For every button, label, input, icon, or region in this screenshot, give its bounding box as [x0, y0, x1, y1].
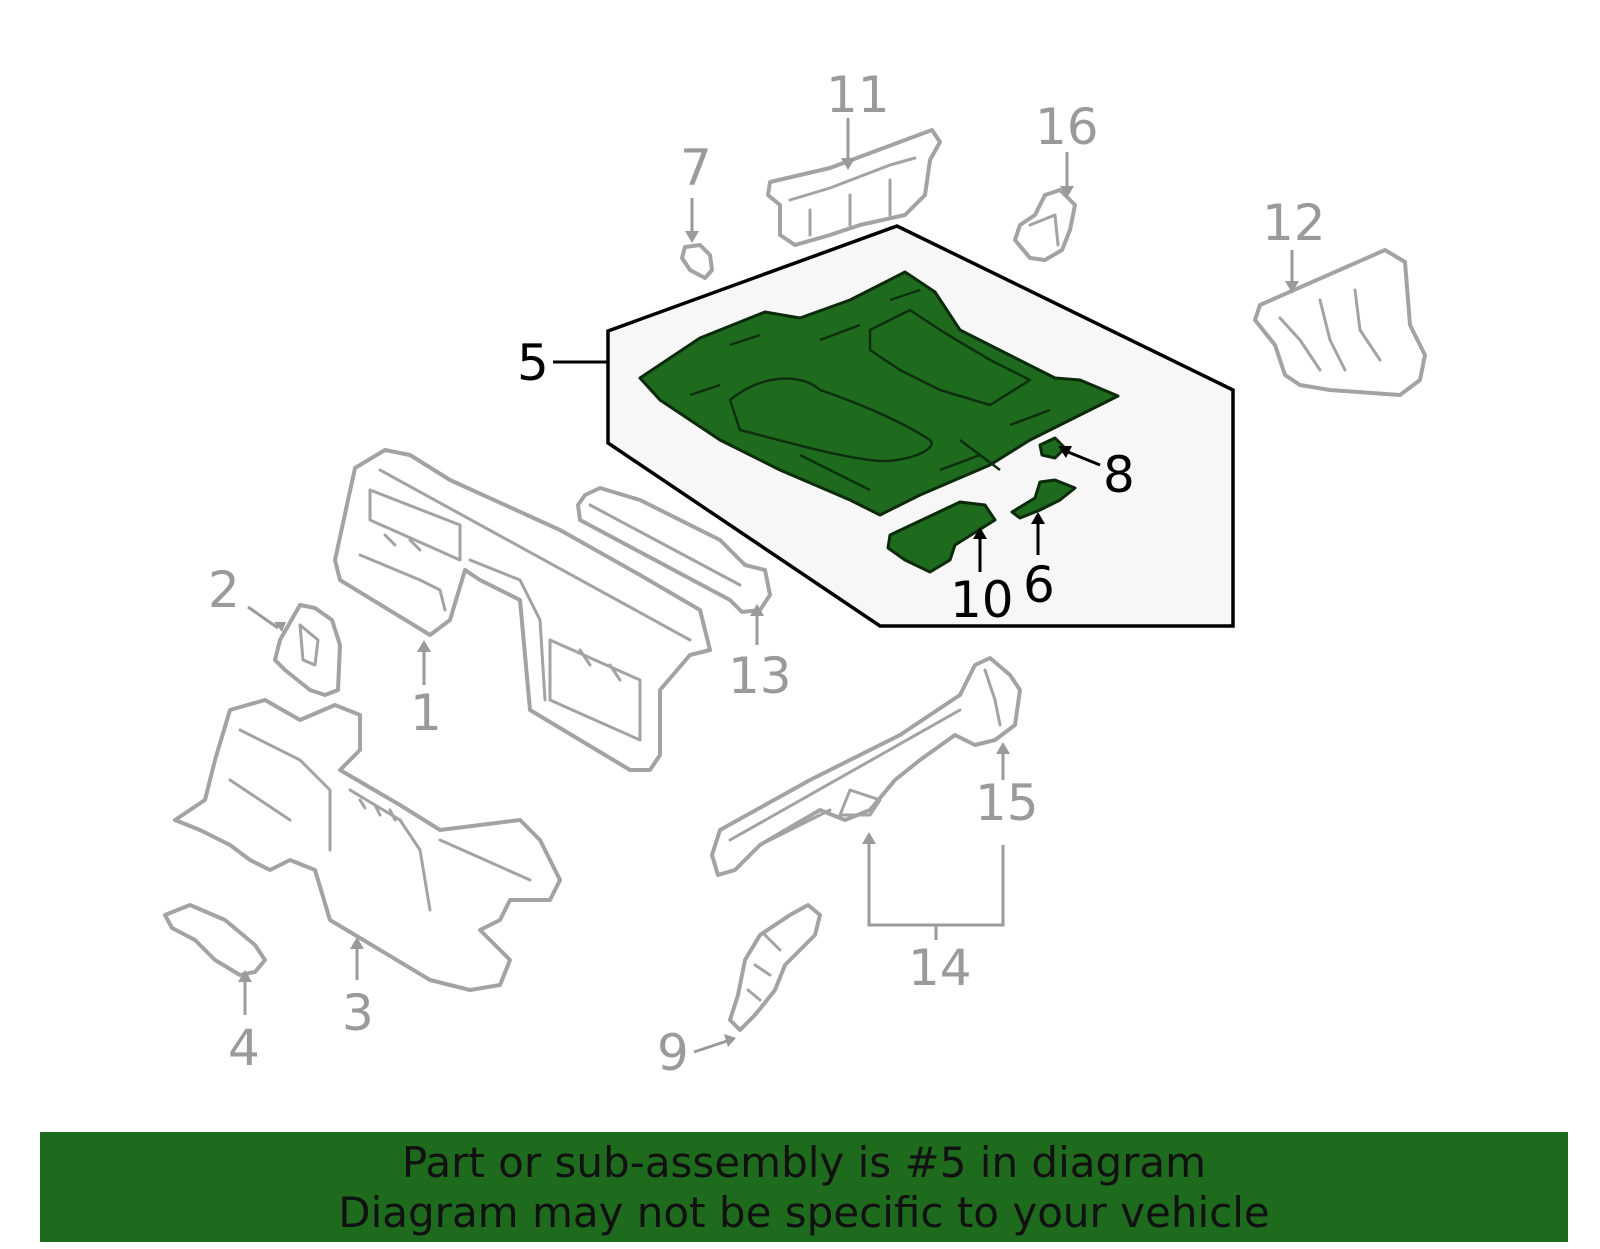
callout-12: 12	[1262, 194, 1326, 252]
part-3-floor-side[interactable]	[173, 698, 562, 992]
callout-1: 1	[410, 684, 442, 742]
part-15-side-rail[interactable]	[710, 656, 1022, 877]
callout-5[interactable]: 5	[517, 334, 549, 392]
part-12-wheelhouse[interactable]	[1253, 248, 1427, 397]
part-1-rear-panel[interactable]	[333, 448, 712, 772]
callout-2: 2	[208, 561, 240, 619]
part-11-tray[interactable]	[766, 128, 942, 247]
part-7-clip[interactable]	[680, 243, 714, 280]
callout-13: 13	[728, 647, 792, 705]
callout-16: 16	[1035, 98, 1099, 156]
part-9-bracket[interactable]	[728, 903, 822, 1032]
callout-15: 15	[975, 774, 1039, 832]
banner-line-1: Part or sub-assembly is #5 in diagram	[401, 1138, 1207, 1187]
leader-lines	[238, 118, 1299, 1054]
callout-4: 4	[228, 1019, 260, 1077]
callout-9: 9	[657, 1024, 689, 1082]
callout-14: 14	[908, 939, 972, 997]
callout-7: 7	[680, 139, 712, 197]
callout-6: 6	[1023, 556, 1055, 614]
banner-line-2: Diagram may not be specific to your vehi…	[338, 1188, 1270, 1237]
callout-3: 3	[342, 984, 374, 1042]
part-5-floor-pan[interactable]	[638, 270, 1120, 574]
part-13-crossmember[interactable]	[576, 486, 772, 614]
callout-10: 10	[950, 571, 1014, 629]
part-2-bracket[interactable]	[273, 603, 342, 697]
info-banner: Part or sub-assembly is #5 in diagram Di…	[40, 1132, 1568, 1242]
callout-8: 8	[1103, 446, 1135, 504]
callout-11: 11	[826, 66, 890, 124]
part-4-bracket[interactable]	[163, 903, 267, 977]
part-16-bracket[interactable]	[1013, 188, 1077, 262]
